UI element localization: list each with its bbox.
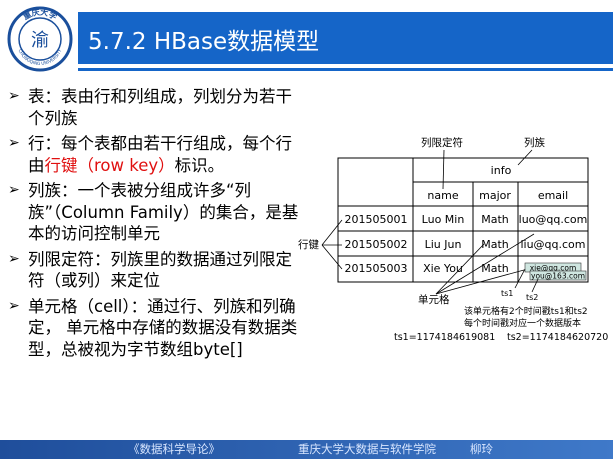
cell-major-3: Math bbox=[481, 262, 509, 275]
hbase-data-model-diagram: 列限定符 列族 行键 单元格 info name major email 201… bbox=[298, 136, 608, 343]
row-key-2: 201505002 bbox=[345, 238, 408, 251]
column-family-name: info bbox=[491, 164, 512, 177]
cell-major-1: Math bbox=[481, 213, 509, 226]
cell-name-1: Luo Min bbox=[422, 213, 465, 226]
cell-email-3-v2: you@163.com bbox=[531, 272, 585, 281]
label-column-family: 列族 bbox=[524, 136, 545, 149]
bullet-item: ➢ 行：每个表都由若干行组成，每个行由行键（row key）标识。 bbox=[8, 133, 308, 176]
table-border bbox=[337, 157, 589, 283]
row-key-3: 201505003 bbox=[345, 262, 408, 275]
title-underline bbox=[78, 68, 613, 71]
university-logo-icon: 重庆大学 CHONGQING UNIVERSITY 渝 bbox=[7, 6, 73, 72]
logo-center-glyph: 渝 bbox=[31, 30, 49, 51]
bullet-arrow-icon: ➢ bbox=[8, 250, 20, 267]
ts2-value: ts2=1174184620720 bbox=[507, 332, 608, 343]
bullet-text: 标识。 bbox=[174, 155, 225, 175]
note-timestamps: 该单元格有2个时间戳ts1和ts2 bbox=[464, 305, 588, 317]
row-key-1: 201505001 bbox=[345, 213, 408, 226]
bullet-text: 单元格（cell）：通过行、列族和列确定， 单元格中存储的数据没有数据类型，总被… bbox=[28, 296, 298, 359]
bullet-arrow-icon: ➢ bbox=[8, 182, 20, 198]
label-row-key: 行键 bbox=[298, 238, 319, 251]
column-header-name: name bbox=[427, 189, 458, 202]
bullet-text: 列族：一个表被分组成许多“列族”（Column Family）的集合，是基本的访… bbox=[28, 181, 299, 243]
bullet-text: 表：表由行和列组成，列划分为若干个列族 bbox=[28, 87, 292, 128]
bullet-item: ➢ 列限定符：列族里的数据通过列限定符（或列）来定位 bbox=[8, 249, 308, 292]
label-cell: 单元格 bbox=[418, 293, 450, 306]
bullet-highlight-text: 行键（row key） bbox=[44, 155, 175, 175]
column-header-major: major bbox=[479, 189, 511, 202]
bullet-text: 列限定符：列族里的数据通过列限定符（或列）来定位 bbox=[28, 249, 292, 291]
cell-name-3: Xie You bbox=[423, 262, 463, 275]
annotation-lines bbox=[321, 149, 539, 295]
cell-email-3-v1: xie@qq.com bbox=[530, 264, 577, 273]
footer-author: 柳玲 bbox=[470, 442, 493, 456]
cell-major-2: Math bbox=[481, 238, 509, 251]
bullet-item: ➢ 表：表由行和列组成，列划分为若干个列族 bbox=[8, 86, 308, 129]
bullet-arrow-icon: ➢ bbox=[8, 88, 20, 104]
page-title: 5.7.2 HBase数据模型 bbox=[88, 29, 320, 55]
cell-version-box-2 bbox=[529, 270, 587, 281]
ts2-marker: ts2 bbox=[526, 293, 538, 302]
column-header-email: email bbox=[538, 189, 568, 202]
footer-school: 重庆大学大数据与软件学院 bbox=[298, 442, 436, 456]
cell-email-2: liu@qq.com bbox=[520, 238, 585, 251]
note-versions: 每个时间戳对应一个数据版本 bbox=[464, 317, 581, 329]
bullet-arrow-icon: ➢ bbox=[8, 135, 20, 151]
footer-book: 《数据科学导论》 bbox=[128, 442, 220, 456]
cell-email-1: luo@qq.com bbox=[519, 213, 588, 226]
bullet-item: ➢ 列族：一个表被分组成许多“列族”（Column Family）的集合，是基本的… bbox=[8, 180, 308, 245]
title-bar: 5.7.2 HBase数据模型 bbox=[78, 12, 613, 64]
bullet-text: 行：每个表都由若干行组成，每个行由 bbox=[28, 134, 292, 175]
ts1-marker: ts1 bbox=[501, 289, 513, 298]
slide-footer: 《数据科学导论》 重庆大学大数据与软件学院 柳玲 bbox=[0, 440, 613, 459]
slide-header: 重庆大学 CHONGQING UNIVERSITY 渝 5.7.2 HBase数… bbox=[0, 0, 613, 76]
label-column-qualifier: 列限定符 bbox=[421, 136, 463, 149]
ts1-value: ts1=1174184619081 bbox=[394, 332, 495, 343]
bullet-list: ➢ 表：表由行和列组成，列划分为若干个列族 ➢ 行：每个表都由若干行组成，每个行由行键… bbox=[8, 86, 308, 364]
table-grid bbox=[337, 157, 589, 283]
bullet-arrow-icon: ➢ bbox=[8, 297, 20, 314]
bullet-item: ➢ 单元格（cell）：通过行、列族和列确定， 单元格中存储的数据没有数据类型，总… bbox=[8, 296, 308, 361]
cell-name-2: Liu Jun bbox=[425, 238, 462, 251]
